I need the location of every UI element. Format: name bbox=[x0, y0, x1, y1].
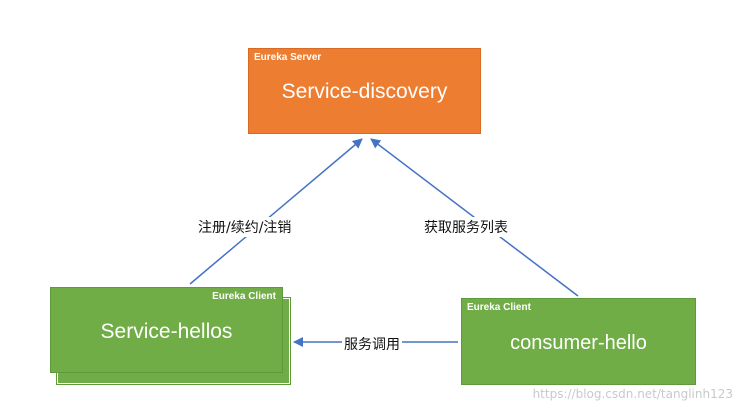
consumer-client-box: Eureka Client consumer-hello bbox=[461, 298, 696, 385]
register-arrow bbox=[189, 138, 363, 285]
register-label: 注册/续约/注销 bbox=[196, 217, 294, 237]
provider-client-box: Eureka Client Service-hellos bbox=[50, 287, 283, 373]
call-label: 服务调用 bbox=[342, 334, 402, 354]
server-tag: Eureka Server bbox=[254, 52, 322, 63]
fetch-label: 获取服务列表 bbox=[422, 217, 510, 237]
eureka-server-box: Eureka Server Service-discovery bbox=[248, 48, 481, 134]
consumer-title: consumer-hello bbox=[510, 332, 647, 354]
provider-title: Service-hellos bbox=[100, 320, 233, 343]
server-title: Service-discovery bbox=[281, 80, 448, 103]
consumer-tag: Eureka Client bbox=[467, 302, 531, 313]
provider-tag: Eureka Client bbox=[212, 291, 276, 302]
watermark: https://blog.csdn.net/tanglinh123 bbox=[532, 387, 733, 401]
